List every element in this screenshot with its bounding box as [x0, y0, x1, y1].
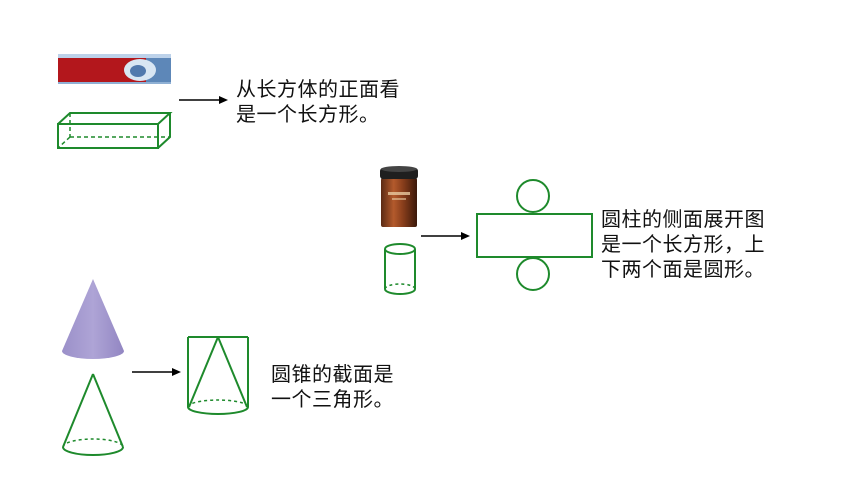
cone-wireframe [62, 373, 124, 456]
net-bottom-circle [516, 257, 550, 291]
tea-can-photo [380, 166, 418, 228]
cone-caption: 圆锥的截面是 一个三角形。 [271, 362, 394, 412]
cone-caption-line-1: 圆锥的截面是 [271, 362, 394, 386]
cuboid-wireframe [57, 112, 173, 149]
net-side-rectangle [476, 213, 593, 258]
box-caption-line-1: 从长方体的正面看 [236, 77, 400, 101]
box-caption-line-2: 是一个长方形。 [236, 102, 380, 126]
net-top-circle [516, 179, 550, 213]
cylinder-caption-line-1: 圆柱的侧面展开图 [601, 207, 765, 231]
cylinder-caption: 圆柱的侧面展开图 是一个长方形，上 下两个面是圆形。 [601, 207, 765, 282]
cone-caption-line-2: 一个三角形。 [271, 387, 394, 411]
arrow-cylinder [421, 232, 470, 240]
arrow-cone [132, 368, 181, 376]
cylinder-net [476, 179, 593, 291]
cone-cross-section [187, 336, 249, 415]
box-photo [58, 54, 171, 84]
box-caption: 从长方体的正面看 是一个长方形。 [236, 77, 400, 127]
solid-cone [62, 279, 124, 359]
arrow-box [179, 96, 228, 104]
cylinder-wireframe [384, 243, 416, 295]
cylinder-caption-line-3: 下两个面是圆形。 [601, 257, 765, 281]
cylinder-caption-line-2: 是一个长方形，上 [601, 232, 765, 256]
